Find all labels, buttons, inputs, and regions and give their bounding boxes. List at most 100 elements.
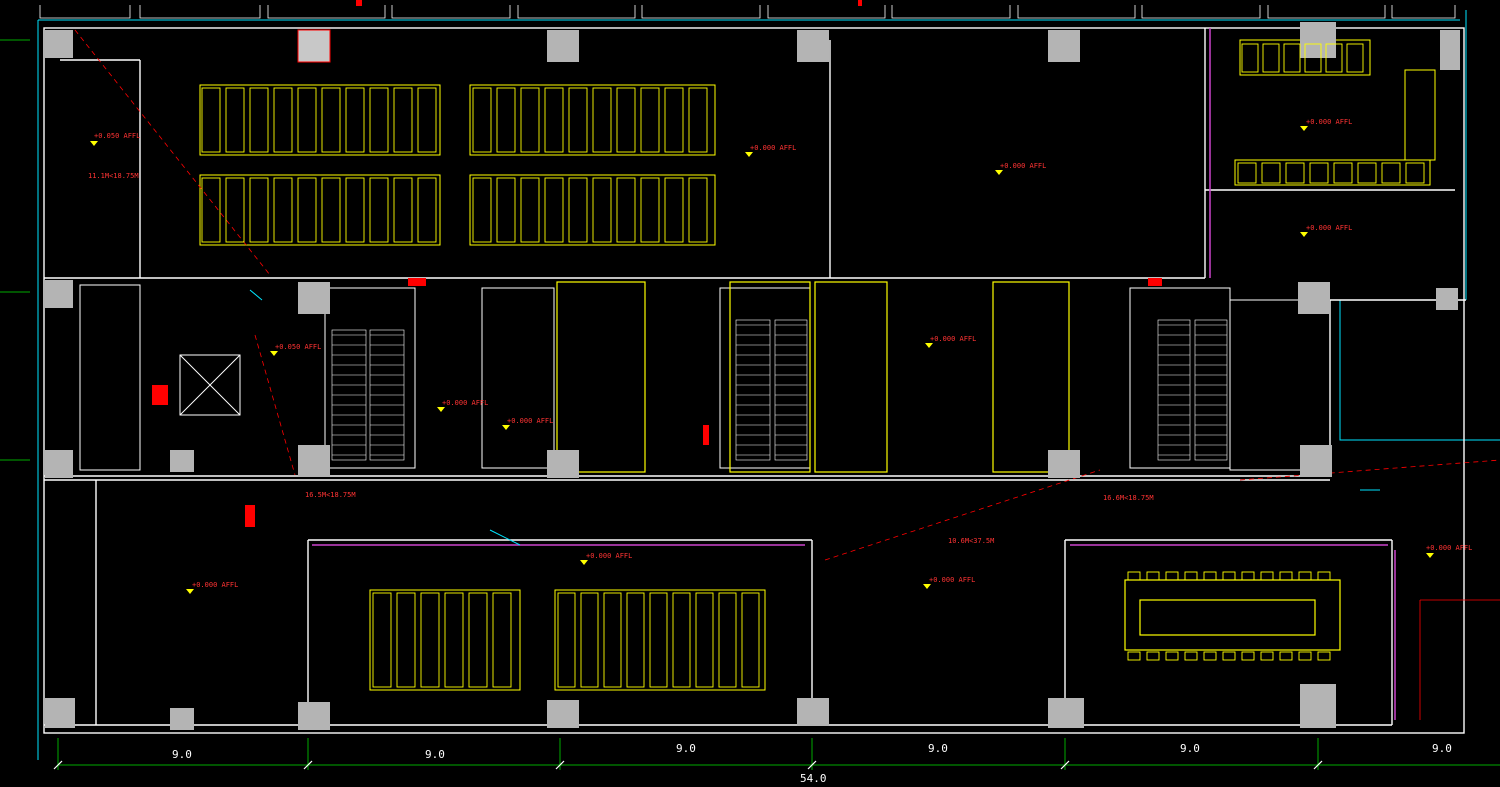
desk-module <box>1325 43 1343 73</box>
desk-module <box>444 592 464 688</box>
elev-corridor-1: +0.050 AFFL <box>275 343 321 351</box>
desk-module <box>201 87 221 153</box>
desk-module <box>1241 43 1259 73</box>
elev-corridor-2: +0.000 AFFL <box>442 399 488 407</box>
dimension-ticks <box>53 760 1323 770</box>
desk-module <box>273 87 293 153</box>
desk-module <box>1260 571 1274 581</box>
desk-module <box>568 177 588 243</box>
desk-module <box>393 177 413 243</box>
desk-module <box>520 177 540 243</box>
fixtures <box>249 289 1380 546</box>
desk-module <box>369 177 389 243</box>
desk-module <box>1127 571 1141 581</box>
desk-module <box>1262 43 1280 73</box>
dim-bay-1: 9.0 <box>172 748 192 761</box>
elev-lower-center: +0.000 AFFL <box>929 576 975 584</box>
desks-lower <box>369 589 766 691</box>
room-a-size: 11.1M<18.75M <box>88 172 139 180</box>
desk-module <box>393 87 413 153</box>
desk-module <box>1146 571 1160 581</box>
elev-room-c: +0.000 AFFL <box>1000 162 1046 170</box>
desk-module <box>468 592 488 688</box>
desk-module <box>1317 571 1331 581</box>
desk-module <box>249 177 269 243</box>
desk-module <box>1184 571 1198 581</box>
desk-module <box>321 87 341 153</box>
shafts <box>556 281 1070 473</box>
facade-bays <box>39 5 1456 19</box>
desk-module <box>225 87 245 153</box>
dim-bay-5: 9.0 <box>1180 742 1200 755</box>
desk-module <box>297 87 317 153</box>
desk-module <box>592 87 612 153</box>
columns <box>45 22 1460 730</box>
stair-treads <box>332 324 1227 456</box>
desk-module <box>718 592 737 688</box>
core-walls <box>79 284 1331 471</box>
elevation-text: +0.050 AFFL +0.000 AFFL +0.000 AFFL +0.0… <box>94 118 1472 589</box>
desk-module <box>417 177 437 243</box>
dim-bay-2: 9.0 <box>425 748 445 761</box>
desk-module <box>695 592 714 688</box>
desk-module <box>1405 162 1425 184</box>
desk-module <box>520 87 540 153</box>
desk-module <box>544 177 564 243</box>
room-dimension-labels: 11.1M<18.75M 16.5M<18.75M 10.6M<37.5M 16… <box>88 172 1154 545</box>
elev-room-d: +0.000 AFFL <box>1306 118 1352 126</box>
desk-module <box>472 177 492 243</box>
desk-module <box>1203 571 1217 581</box>
dashed-guides <box>74 29 1500 561</box>
desk-module <box>1283 43 1301 73</box>
desk-module <box>1260 651 1274 661</box>
desk-module <box>1261 162 1281 184</box>
elev-room-b: +0.000 AFFL <box>750 144 796 152</box>
desk-module <box>616 177 636 243</box>
desk-module <box>580 592 599 688</box>
desk-module <box>664 87 684 153</box>
facade-outline <box>37 10 1500 760</box>
dim-total: 54.0 <box>800 772 827 785</box>
desk-modules <box>201 43 1425 688</box>
desk-module <box>568 87 588 153</box>
desk-module <box>249 87 269 153</box>
desk-module <box>1298 651 1312 661</box>
desk-module <box>1222 651 1236 661</box>
elev-lower-right: +0.000 AFFL <box>1306 224 1352 232</box>
desk-module <box>321 177 341 243</box>
partitions <box>312 28 1396 720</box>
dim-bay-4: 9.0 <box>928 742 948 755</box>
desks-upper-left <box>199 84 716 246</box>
desk-module <box>472 87 492 153</box>
desk-module <box>592 177 612 243</box>
desk-module <box>396 592 416 688</box>
desk-module <box>1317 651 1331 661</box>
desk-module <box>1203 651 1217 661</box>
desk-module <box>372 592 392 688</box>
desk-module <box>496 87 516 153</box>
desk-module <box>664 177 684 243</box>
desk-module <box>273 177 293 243</box>
dimension-text: 9.0 9.0 9.0 9.0 9.0 9.0 54.0 <box>172 742 1452 785</box>
desk-module <box>1279 651 1293 661</box>
desk-module <box>1309 162 1329 184</box>
desk-module <box>1304 43 1322 73</box>
elevation-markers <box>90 126 1434 594</box>
desk-module <box>1241 571 1255 581</box>
desk-module <box>1357 162 1377 184</box>
desk-module <box>1222 571 1236 581</box>
desk-module <box>1346 43 1364 73</box>
desk-module <box>1285 162 1305 184</box>
desk-module <box>1333 162 1353 184</box>
red-accents <box>152 278 1162 527</box>
desk-module <box>297 177 317 243</box>
desk-module <box>544 87 564 153</box>
elev-meeting: +0.000 AFFL <box>1426 544 1472 552</box>
dim-bay-3: 9.0 <box>676 742 696 755</box>
desk-module <box>626 592 645 688</box>
desk-module <box>557 592 576 688</box>
elev-lower-left: +0.000 AFFL <box>192 581 238 589</box>
right-area-lines <box>1419 599 1500 720</box>
elev-corridor-3: +0.000 AFFL <box>507 417 553 425</box>
